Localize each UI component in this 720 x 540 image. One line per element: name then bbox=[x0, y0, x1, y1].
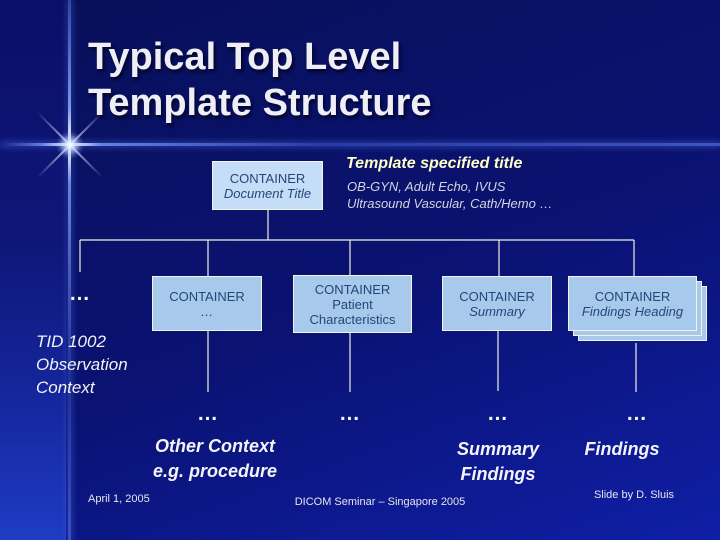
node-container-summary: CONTAINER Summary bbox=[442, 276, 552, 331]
findings-label: Findings bbox=[584, 439, 660, 459]
node-container-findings-heading: CONTAINER Findings Heading bbox=[568, 276, 697, 331]
template-examples-line2: Ultrasound Vascular, Cath/Hemo … bbox=[347, 196, 553, 211]
slide-title-line1: Typical Top Level bbox=[88, 36, 402, 78]
node-container-document-title: CONTAINER Document Title bbox=[212, 161, 323, 210]
ellipsis-branch: … bbox=[626, 402, 648, 425]
tid-note-line3: Context bbox=[36, 378, 95, 397]
ellipsis-branch: … bbox=[339, 402, 361, 425]
node-name-label: Document Title bbox=[223, 185, 312, 201]
ellipsis-branch: … bbox=[197, 402, 219, 425]
node-kind-label: CONTAINER bbox=[459, 288, 535, 304]
node-container-more: CONTAINER … bbox=[152, 276, 262, 331]
other-context-line1: Other Context bbox=[154, 436, 275, 456]
horizontal-light-beam bbox=[0, 143, 720, 146]
ellipsis-branch: … bbox=[487, 402, 509, 425]
node-name-label-line1: Patient bbox=[332, 296, 373, 312]
other-context-label: Other Context e.g. procedure bbox=[125, 434, 305, 484]
tid-note-line2: Observation bbox=[36, 355, 128, 374]
slide-title: Typical Top Level Template Structure bbox=[88, 34, 431, 126]
ellipsis-sibling: … bbox=[69, 282, 91, 305]
node-kind-label: CONTAINER bbox=[229, 170, 306, 186]
node-name-label-line2: Characteristics bbox=[309, 311, 396, 327]
node-kind-label: CONTAINER bbox=[314, 281, 391, 297]
node-name-label: … bbox=[200, 303, 214, 319]
summary-findings-line2: Findings bbox=[460, 464, 536, 484]
tid-note-line1: TID 1002 bbox=[36, 332, 106, 351]
template-examples-line1: OB-GYN, Adult Echo, IVUS bbox=[347, 179, 506, 194]
other-context-line2: e.g. procedure bbox=[152, 461, 278, 481]
node-name-label: Summary bbox=[469, 303, 525, 319]
node-container-patient-characteristics: CONTAINER Patient Characteristics bbox=[293, 275, 412, 333]
node-kind-label: CONTAINER bbox=[594, 288, 671, 304]
summary-findings-label: Summary Findings bbox=[408, 437, 588, 487]
slide-title-line2: Template Structure bbox=[88, 82, 432, 124]
summary-findings-line1: Summary bbox=[456, 439, 540, 459]
tid-observation-context-note: TID 1002 Observation Context bbox=[36, 330, 128, 399]
vertical-light-beam bbox=[68, 0, 71, 540]
node-name-label: Findings Heading bbox=[581, 303, 684, 319]
footer-seminar: DICOM Seminar – Singapore 2005 bbox=[294, 496, 466, 508]
cross-flare-glow bbox=[56, 131, 84, 159]
footer-date: April 1, 2005 bbox=[88, 493, 150, 505]
template-examples: OB-GYN, Adult Echo, IVUS Ultrasound Vasc… bbox=[347, 178, 552, 212]
template-specified-title-heading: Template specified title bbox=[346, 155, 523, 172]
footer-credit: Slide by D. Sluis bbox=[593, 489, 675, 501]
left-gradient-band bbox=[0, 0, 66, 540]
node-kind-label: CONTAINER bbox=[169, 288, 245, 304]
